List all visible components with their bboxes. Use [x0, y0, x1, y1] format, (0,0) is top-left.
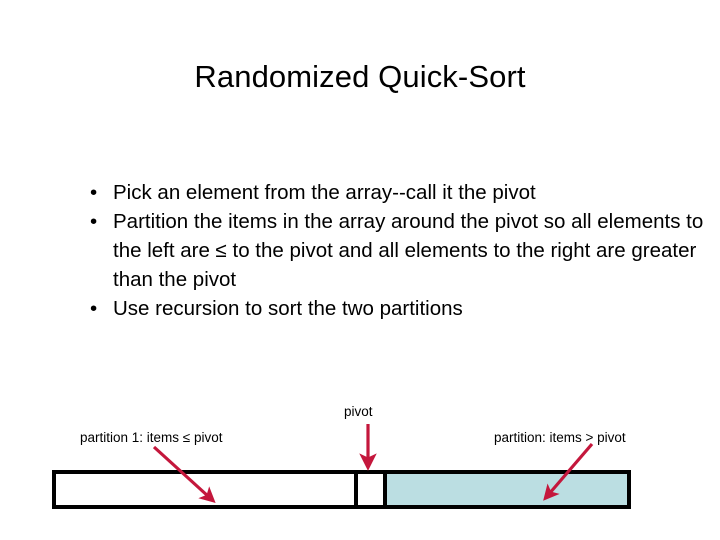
label-partition-left: partition 1: items ≤ pivot [80, 430, 223, 445]
left-partition-segment [52, 470, 356, 509]
list-item: • Use recursion to sort the two partitio… [88, 294, 704, 323]
list-item-text: Partition the items in the array around … [113, 210, 704, 291]
right-partition-segment [385, 470, 631, 509]
pivot-segment [356, 470, 385, 509]
array-bar [52, 470, 631, 509]
page-title: Randomized Quick-Sort [194, 59, 526, 94]
bullet-dot-icon: • [90, 181, 98, 204]
bullet-list: • Pick an element from the array--call i… [88, 178, 704, 323]
list-item: • Partition the items in the array aroun… [88, 207, 704, 294]
label-pivot: pivot [344, 404, 373, 419]
bullet-dot-icon: • [90, 297, 98, 320]
list-item: • Pick an element from the array--call i… [88, 178, 704, 207]
arrow-to-right-partition [543, 442, 594, 501]
list-item-text: Pick an element from the array--call it … [113, 181, 536, 204]
list-item-text: Use recursion to sort the two partitions [113, 297, 463, 320]
arrow-to-left-partition [152, 445, 216, 504]
bullet-dot-icon: • [90, 210, 98, 233]
label-partition-right: partition: items > pivot [494, 430, 626, 445]
